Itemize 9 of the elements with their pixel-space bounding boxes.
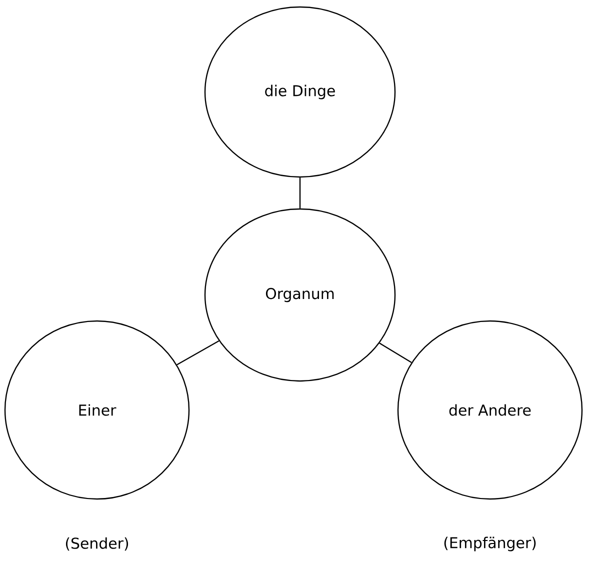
connector-line	[176, 340, 220, 366]
connector-line	[379, 342, 412, 363]
circle-node: der Andere	[397, 320, 583, 500]
caption-text: (Empfänger)	[444, 536, 536, 552]
circle-node: Einer	[4, 320, 190, 500]
circle-node: Organum	[204, 208, 396, 382]
caption-text: (Sender)	[66, 537, 128, 551]
circle-node: die Dinge	[204, 6, 396, 178]
connector-line	[299, 178, 301, 208]
